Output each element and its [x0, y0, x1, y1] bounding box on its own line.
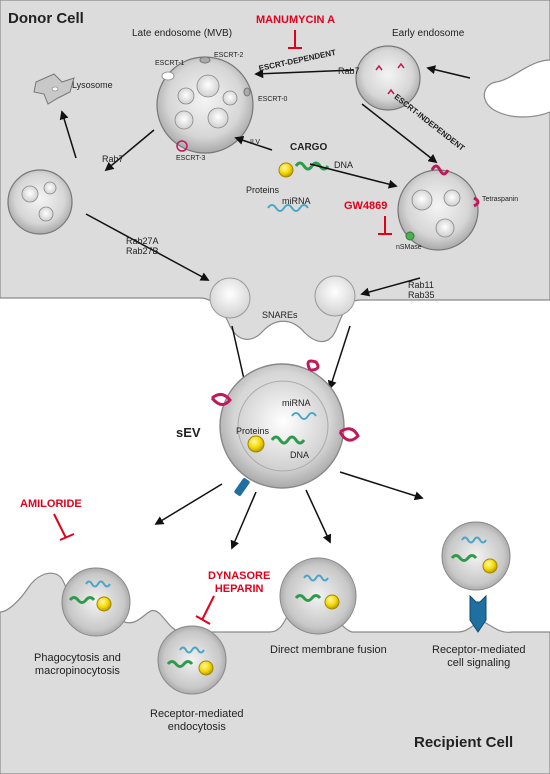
- uptake-arrows: [154, 471, 424, 550]
- cargo-protein: [278, 162, 294, 178]
- signaling-vesicle: [441, 521, 511, 633]
- dynasore-inhibit: [195, 595, 215, 625]
- phago-vesicle: [61, 567, 131, 637]
- sev-mirna-label: miRNA: [282, 398, 311, 408]
- tetraspanin-label: Tetraspanin: [482, 196, 519, 203]
- nsmase-label: nSMase: [396, 244, 422, 251]
- ilv-label: ILV: [250, 139, 260, 146]
- amiloride-label: AMILORIDE: [20, 498, 82, 510]
- donor-arrows: [59, 65, 471, 297]
- mvb-escrt-independent: [397, 164, 480, 251]
- cargo-dna-label: DNA: [334, 160, 354, 170]
- late-endosome-mvb: [156, 56, 254, 154]
- mvb-left: [7, 169, 73, 235]
- dynasore-label: DYNASORE HEPARIN: [208, 570, 271, 595]
- phago-label: Phagocytosis and macropinocytosis: [34, 652, 121, 677]
- recipient-cell-label: Recipient Cell: [414, 734, 514, 751]
- rab11-label: Rab11 Rab35: [408, 280, 435, 301]
- escrt3-label: ESCRT-3: [176, 155, 206, 162]
- cargo-mirna: [267, 204, 309, 212]
- cargo-title: CARGO: [290, 142, 328, 153]
- rab7-top-label: Rab7: [338, 66, 360, 76]
- sev-label: sEV: [176, 425, 201, 440]
- cargo-mirna-label: miRNA: [282, 196, 311, 206]
- rab27-label: Rab27A Rab27B: [126, 236, 159, 257]
- lysosome-label: Lysosome: [72, 80, 113, 90]
- sev-proteins-label: Proteins: [236, 426, 270, 436]
- manumycin-inhibit: [288, 30, 302, 49]
- cargo-dna: [294, 161, 330, 171]
- fusion-label: Direct membrane fusion: [270, 644, 387, 656]
- early-endosome-label: Early endosome: [392, 28, 465, 39]
- donor-cell-label: Donor Cell: [8, 10, 84, 27]
- manumycin-label: MANUMYCIN A: [256, 14, 336, 26]
- late-endosome-label: Late endosome (MVB): [132, 28, 233, 39]
- gw4869-label: GW4869: [344, 200, 388, 212]
- snares-label: SNAREs: [262, 310, 298, 320]
- fusion-vesicle: [279, 557, 357, 635]
- endocytosis-vesicle: [157, 625, 227, 695]
- signaling-label: Receptor-mediated cell signaling: [432, 644, 526, 669]
- donor-cell-body: [0, 0, 550, 343]
- recipient-cell-body: [0, 572, 550, 774]
- budding-vesicles: [209, 275, 356, 319]
- amiloride-inhibit: [53, 513, 75, 541]
- escrt2-label: ESCRT-2: [214, 52, 244, 59]
- gw4869-inhibit: [378, 216, 392, 235]
- early-endosome: [355, 45, 421, 111]
- endocytosis-label: Receptor-mediated endocytosis: [150, 708, 244, 733]
- sev-dna-label: DNA: [290, 450, 310, 460]
- cargo-proteins-label: Proteins: [246, 185, 280, 195]
- sev-vesicle: [210, 359, 360, 496]
- escrt0-label: ESCRT-0: [258, 96, 288, 103]
- escrt1-label: ESCRT-1: [155, 60, 185, 67]
- rab7-left-label: Rab7: [102, 154, 124, 164]
